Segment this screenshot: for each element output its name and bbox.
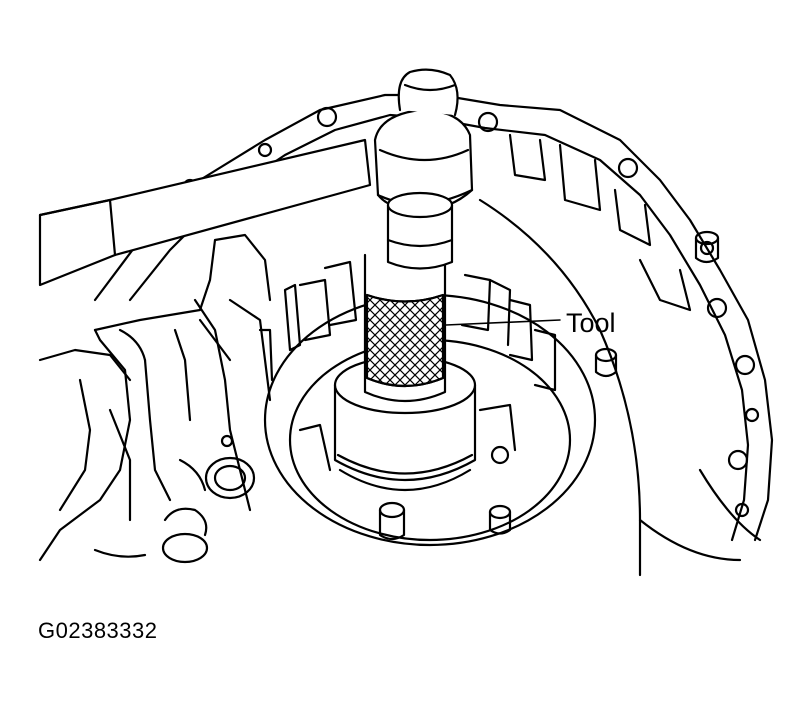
- tool-knurl: [367, 295, 443, 386]
- case-flange-outline: [95, 95, 772, 540]
- hammer-icon: [40, 70, 472, 285]
- case-bore: [260, 262, 595, 545]
- case-left-wall: [95, 235, 270, 330]
- tool-icon: [335, 255, 475, 490]
- tool-callout-leader: [446, 320, 560, 325]
- figure-id: G02383332: [38, 618, 158, 643]
- tool-callout-label: Tool: [566, 308, 616, 338]
